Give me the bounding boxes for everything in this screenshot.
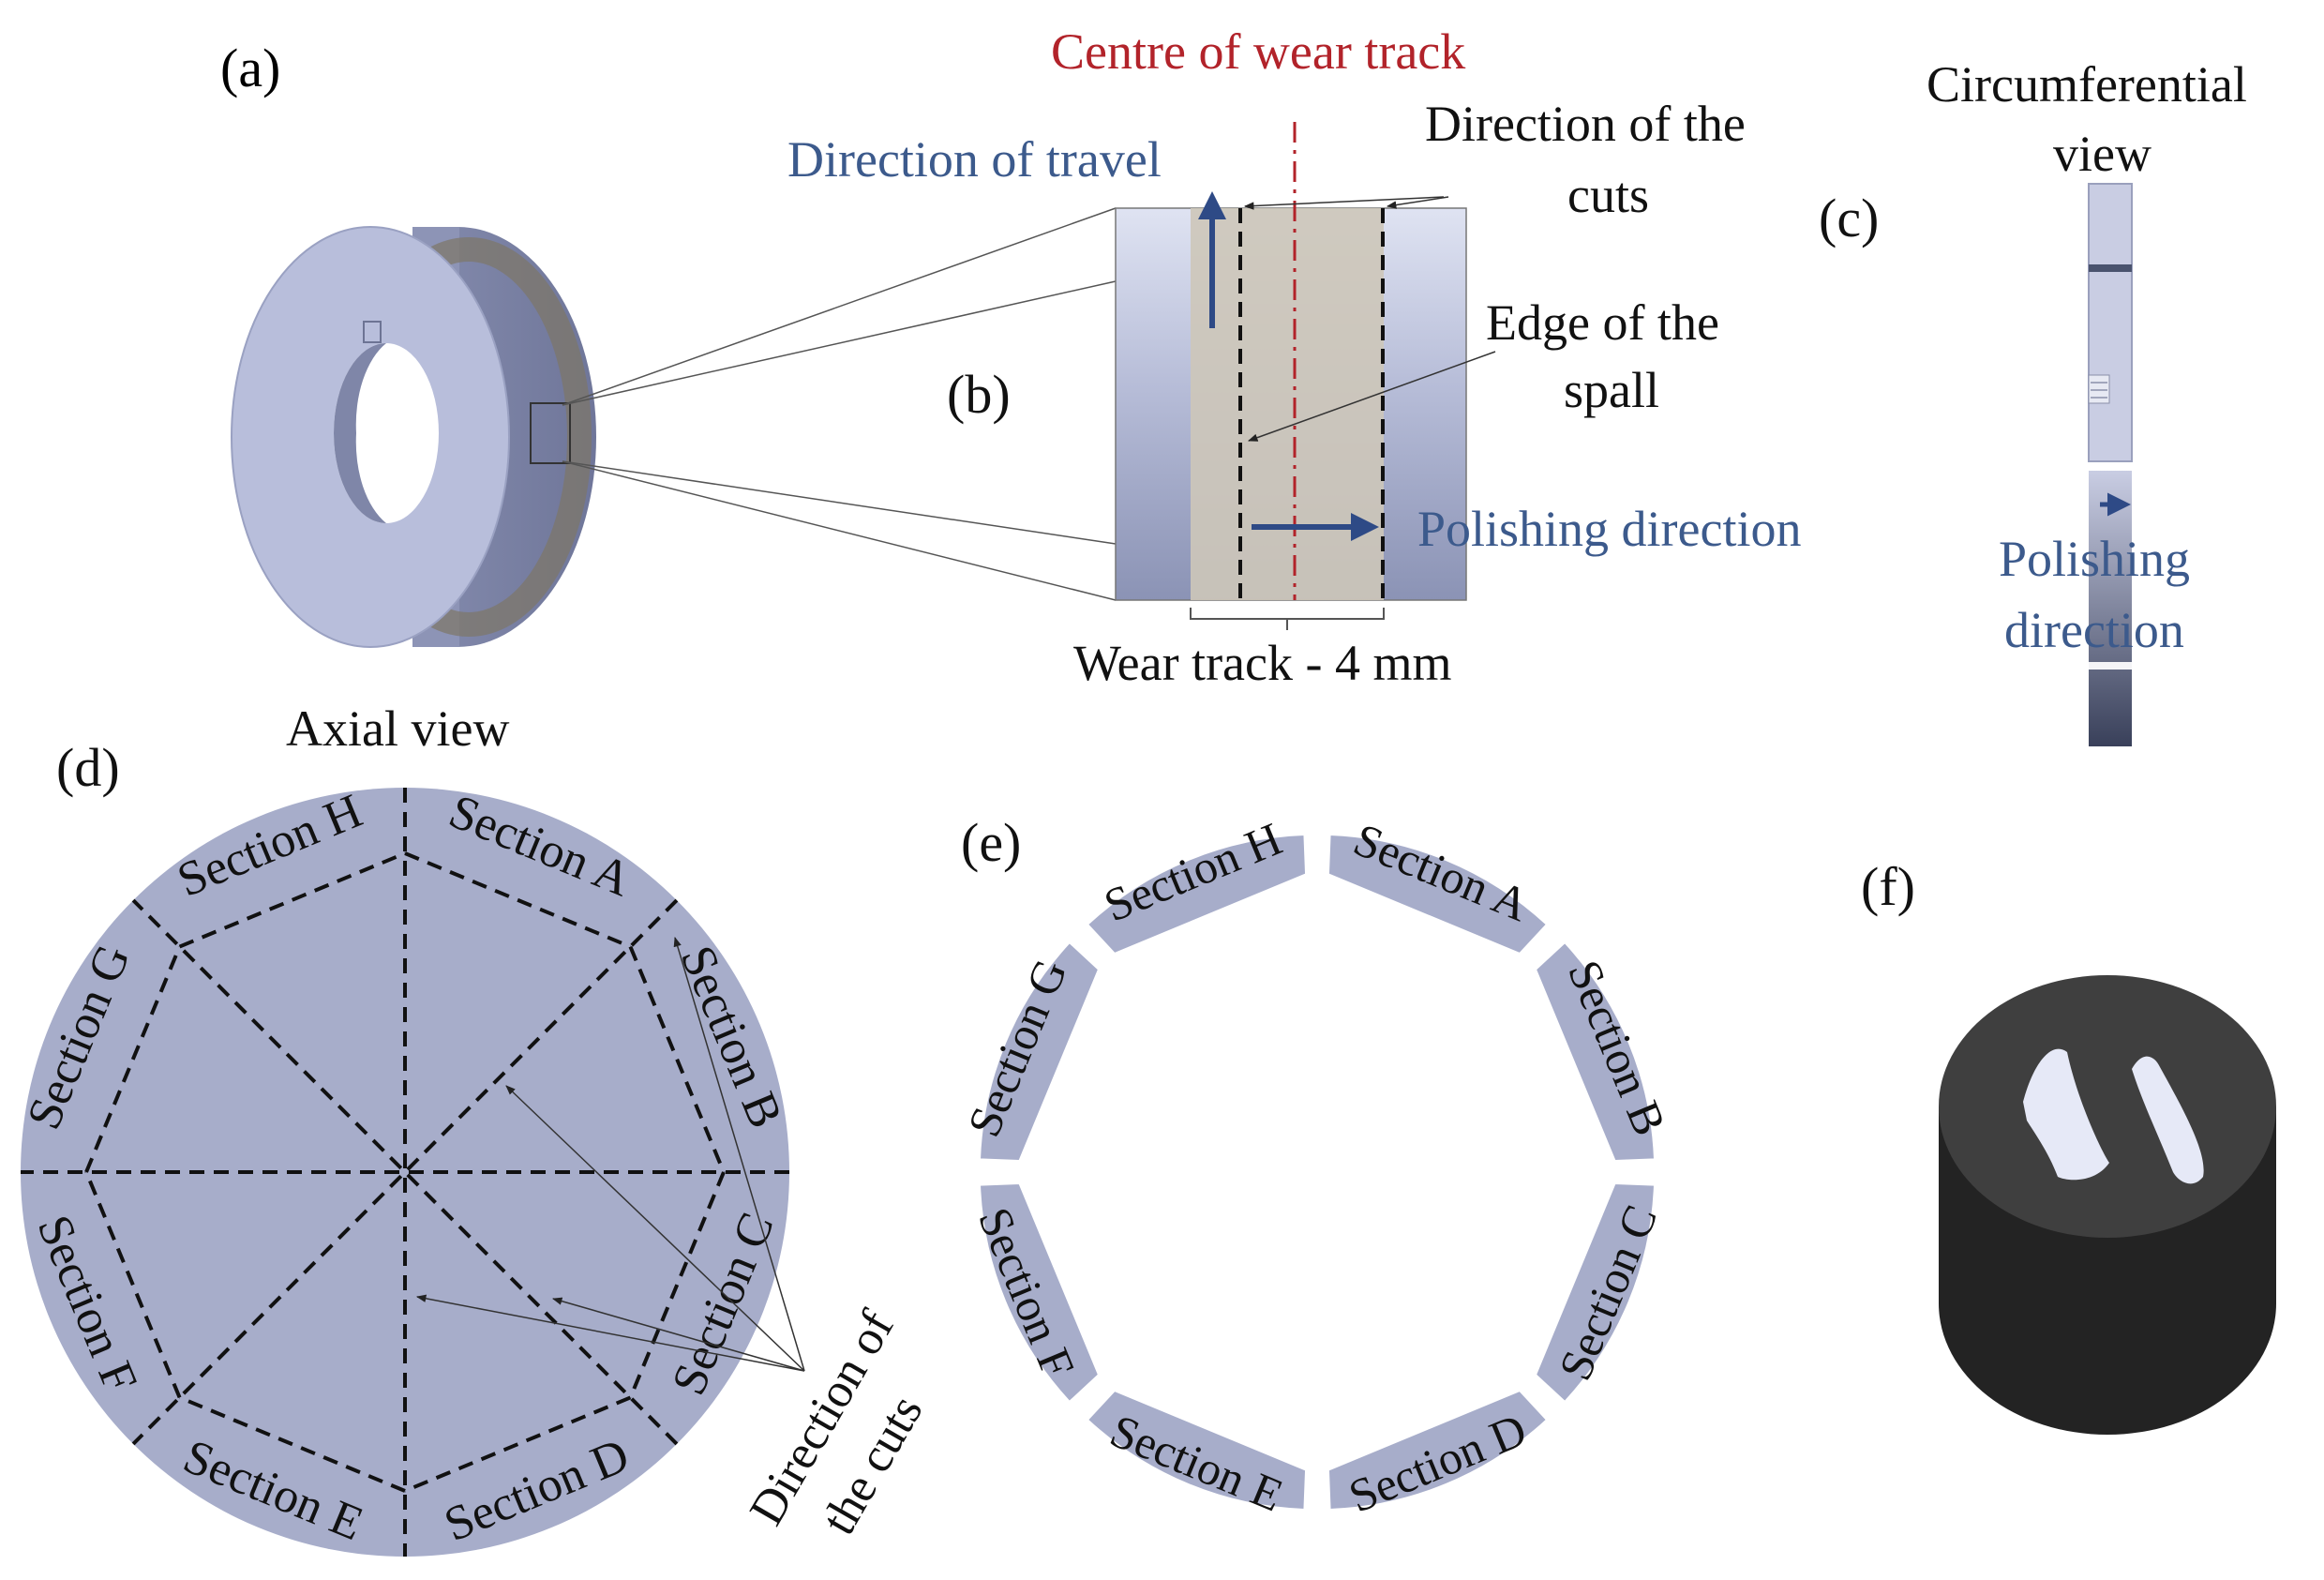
e-section-segment [1087,834,1307,955]
circumferential-view-label-1: Circumferential [1927,56,2247,113]
e-section-segment [1087,1390,1307,1511]
d-chord-cut-line [178,1395,406,1493]
panel-d-label: (d) [56,737,120,798]
e-section-segment [979,941,1100,1162]
panel-a: (a) [220,38,1117,648]
centre-of-wear-track-label: Centre of wear track [1051,23,1465,80]
wear-track-label: Wear track - 4 mm [1073,635,1451,691]
edge-of-spall-label-1: Edge of the [1486,294,1719,351]
d-chord-cut-line [404,851,632,949]
direction-of-travel-label: Direction of travel [787,131,1162,188]
d-radial-cut-line [131,898,679,1446]
d-cut-lines [21,788,789,1557]
circumferential-view-label-2: view [2053,126,2152,182]
e-section-segment [1535,1182,1656,1403]
e-section-segment [979,1182,1100,1403]
e-section-label: Section C [1549,1197,1668,1387]
panel-a-label: (a) [220,38,280,98]
panel-c: Circumferential view Polishing direction… [1819,56,2247,746]
panel-f-label: (f) [1861,856,1915,917]
d-chord-cut-line [178,851,406,949]
panel-b: Centre of wear track Direction of travel… [787,23,1801,691]
e-section-segments [979,834,1656,1511]
d-chord-cut-line [628,1171,726,1399]
panel-b-label: (b) [947,364,1011,425]
axial-view-label: Axial view [286,700,509,757]
polishing-direction-label: Polishing direction [1417,501,1801,557]
d-chord-cut-line [628,945,726,1173]
e-section-label: Section F [968,1200,1086,1385]
c-polishing-label-2: direction [2004,602,2184,658]
direction-of-cuts-label-1: Direction of the [1425,96,1746,152]
e-section-label: Section D [1342,1403,1534,1523]
d-radial-cut-line [131,898,679,1446]
e-section-segment [1327,834,1548,955]
direction-of-cuts-label-2: cuts [1567,167,1649,223]
c-polishing-label-1: Polishing [1999,531,2190,587]
d-chord-cut-line [404,1395,632,1493]
d-chord-cut-line [84,1171,182,1399]
e-section-label: Section E [1103,1404,1291,1522]
panel-e-label: (e) [961,812,1021,873]
e-section-segment [1535,941,1656,1162]
e-section-segment [1327,1390,1548,1511]
panel-c-label: (c) [1819,188,1879,248]
d-chord-cut-line [84,945,182,1173]
edge-of-spall-label-2: spall [1564,362,1659,418]
panel-f: (f) [1861,856,2276,1435]
